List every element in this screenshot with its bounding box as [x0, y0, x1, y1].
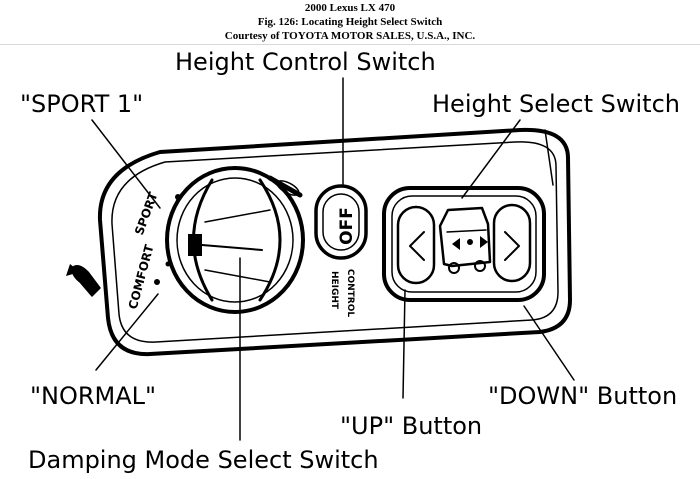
leader-height-select — [461, 119, 521, 199]
leader-up — [402, 289, 406, 399]
damping-mode-dial — [165, 166, 305, 314]
leader-normal — [95, 293, 159, 371]
figure-caption: Fig. 126: Locating Height Select Switch — [257, 16, 443, 28]
dial-pointer — [188, 234, 202, 256]
sport-label: SPORT — [132, 190, 161, 237]
switch-housing-bezel — [111, 141, 559, 343]
callout-height-select-switch: Height Select Switch — [432, 90, 680, 118]
leader-sport1 — [91, 119, 161, 209]
off-button — [314, 184, 368, 260]
leader-down — [523, 305, 575, 381]
height-select-switch — [382, 186, 546, 302]
figure-vehicle: 2000 Lexus LX 470 — [304, 2, 396, 14]
up-arrow-icon — [409, 231, 425, 261]
callout-normal: "NORMAL" — [30, 382, 157, 410]
down-arrow-icon — [504, 231, 520, 261]
callout-up-button: "UP" Button — [340, 412, 483, 440]
switch-housing — [97, 127, 572, 357]
callout-down-button: "DOWN" Button — [488, 382, 678, 410]
callout-height-control-switch: Height Control Switch — [175, 48, 436, 76]
header-divider — [0, 44, 700, 45]
figure-courtesy: Courtesy of TOYOTA MOTOR SALES, U.S.A., … — [224, 30, 476, 42]
callout-sport1: "SPORT 1" — [20, 90, 144, 118]
control-label: CONTROL — [345, 269, 355, 318]
height-label: HEIGHT — [329, 271, 339, 310]
off-label: OFF — [337, 207, 357, 245]
callout-damping-mode-select-switch: Damping Mode Select Switch — [28, 446, 379, 474]
vehicle-icon — [438, 206, 492, 274]
down-button — [492, 203, 532, 283]
up-button — [396, 205, 436, 285]
